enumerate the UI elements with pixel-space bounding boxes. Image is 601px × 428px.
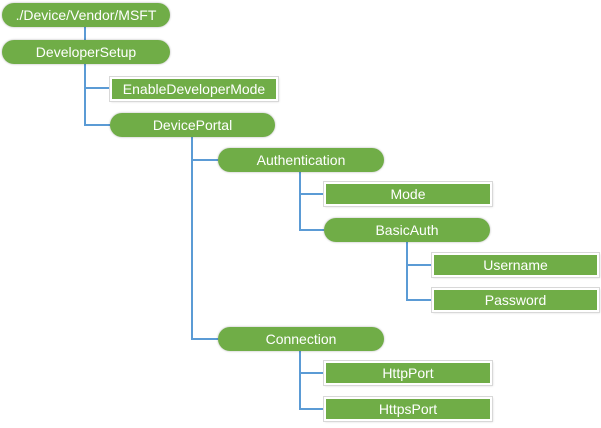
tree-node-enabledevelopermode: EnableDeveloperMode: [109, 76, 279, 102]
tree-node-connection: Connection: [218, 327, 384, 351]
connector-deviceportal-trunk: [191, 137, 193, 340]
tree-node-basicauth: BasicAuth: [324, 218, 490, 242]
tree-node-username: Username: [431, 252, 600, 278]
connector-branch-username: [408, 264, 432, 266]
connector-developersetup-trunk: [84, 63, 86, 126]
connector-branch-httpsport: [301, 408, 324, 410]
tree-node-connection-label: Connection: [265, 331, 337, 347]
tree-node-basicauth-label: BasicAuth: [375, 222, 439, 238]
tree-node-deviceportal: DevicePortal: [110, 113, 275, 137]
connector-authentication-trunk: [299, 172, 301, 231]
tree-node-root: ./Device/Vendor/MSFT: [2, 3, 170, 27]
connector-connection-trunk: [299, 351, 301, 410]
tree-node-httpsport-label: HttpsPort: [378, 401, 438, 417]
connector-basicauth-trunk: [406, 242, 408, 301]
tree-node-httpsport: HttpsPort: [323, 396, 493, 422]
tree-node-developersetup: DeveloperSetup: [2, 40, 170, 64]
tree-node-httpport: HttpPort: [323, 360, 493, 386]
tree-node-password-label: Password: [484, 292, 547, 308]
tree-node-authentication-label: Authentication: [256, 152, 346, 168]
connector-branch-mode: [301, 193, 324, 195]
connector-branch-httpport: [301, 372, 324, 374]
tree-node-httpport-label: HttpPort: [382, 365, 434, 381]
connector-branch-authentication: [193, 159, 218, 161]
tree-node-deviceportal-label: DevicePortal: [152, 117, 233, 133]
connector-branch-deviceportal: [86, 124, 110, 126]
tree-node-mode: Mode: [323, 181, 493, 207]
tree-node-developersetup-label: DeveloperSetup: [35, 44, 137, 60]
connector-branch-password: [408, 299, 432, 301]
tree-node-username-label: Username: [483, 257, 548, 273]
tree-node-root-label: ./Device/Vendor/MSFT: [15, 7, 157, 23]
tree-node-password: Password: [431, 287, 600, 313]
connector-branch-basicauth: [301, 229, 324, 231]
connector-branch-enabledevelopermode: [86, 87, 110, 89]
connector-root-developersetup: [84, 27, 86, 40]
tree-node-mode-label: Mode: [390, 186, 426, 202]
connector-branch-connection: [193, 338, 218, 340]
tree-node-enabledevelopermode-label: EnableDeveloperMode: [122, 81, 266, 97]
tree-node-authentication: Authentication: [218, 148, 384, 172]
